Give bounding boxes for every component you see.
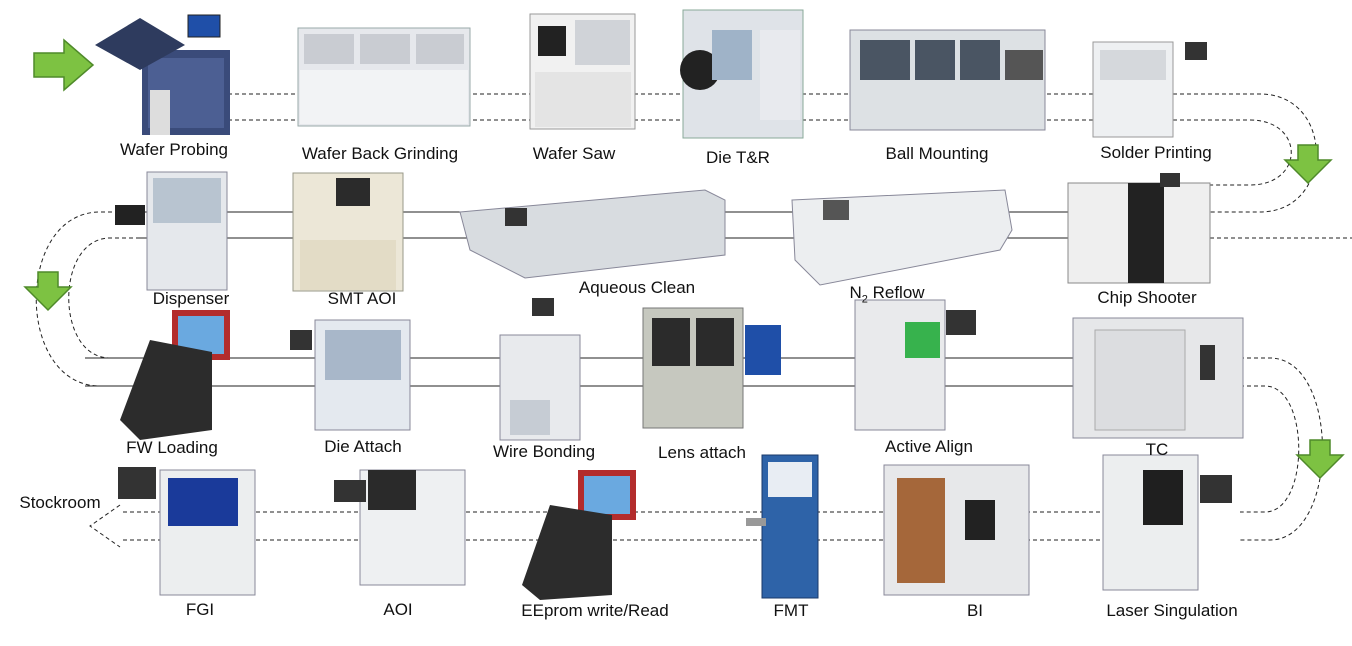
machine-n2-reflow	[791, 189, 1013, 286]
station-label-n2-reflow: N2 Reflow	[849, 283, 925, 306]
station-label-wafer-probing: Wafer Probing	[119, 140, 229, 159]
machine-smt-aoi	[292, 172, 404, 292]
station-label-wafer-saw: Wafer Saw	[532, 144, 616, 163]
exit-label-stockroom: Stockroom	[19, 493, 101, 512]
station-label-fw-loading: FW Loading	[126, 438, 218, 457]
machine-fmt	[746, 454, 819, 599]
station-label-eeprom: EEprom write/Read	[521, 601, 669, 620]
machine-aqueous-clean	[459, 189, 726, 279]
station-label-lens-attach: Lens attach	[658, 443, 746, 462]
machine-ball-mounting	[849, 29, 1046, 131]
station-label-wire-bonding: Wire Bonding	[492, 442, 596, 461]
station-label-tc: TC	[1145, 440, 1169, 459]
machine-fw-loading	[120, 310, 230, 440]
station-label-laser-singulation: Laser Singulation	[1106, 601, 1238, 620]
machine-wafer-probing	[95, 14, 230, 135]
machine-laser-singulation	[1102, 454, 1232, 591]
station-label-die-attach: Die Attach	[324, 437, 402, 456]
station-label-chip-shooter: Chip Shooter	[1097, 288, 1197, 307]
station-label-die-tr: Die T&R	[706, 148, 770, 167]
machine-aoi	[334, 469, 466, 586]
down-arrow-icon-2	[23, 271, 73, 312]
station-label-wafer-back-grinding: Wafer Back Grinding	[301, 144, 459, 163]
start-arrow-icon	[33, 38, 95, 92]
machine-wire-bonding	[499, 298, 581, 441]
station-label-solder-printing: Solder Printing	[1100, 143, 1212, 162]
station-label-aqueous-clean: Aqueous Clean	[578, 278, 696, 297]
machine-die-tr	[680, 9, 804, 139]
down-arrow-icon-1	[1283, 144, 1333, 185]
machine-tc	[1072, 317, 1244, 439]
station-label-fgi: FGI	[185, 600, 215, 619]
machine-active-align	[854, 299, 976, 431]
station-label-smt-aoi: SMT AOI	[327, 289, 397, 308]
machine-die-attach	[290, 319, 411, 431]
machine-dispenser	[115, 171, 228, 291]
station-label-bi: BI	[966, 601, 984, 620]
station-label-dispenser: Dispenser	[152, 289, 230, 308]
machine-lens-attach	[642, 307, 781, 429]
machine-bi	[883, 464, 1030, 596]
station-label-aoi: AOI	[383, 600, 413, 619]
down-arrow-icon-3	[1295, 439, 1345, 480]
machine-wafer-saw	[529, 13, 636, 130]
machine-solder-printing	[1092, 41, 1207, 138]
machine-chip-shooter	[1067, 173, 1211, 284]
machine-fgi	[118, 467, 256, 596]
station-label-fmt: FMT	[773, 601, 809, 620]
machine-eeprom	[522, 470, 636, 600]
station-label-ball-mounting: Ball Mounting	[885, 144, 989, 163]
station-label-active-align: Active Align	[885, 437, 973, 456]
machine-wafer-back-grinding	[297, 27, 471, 127]
